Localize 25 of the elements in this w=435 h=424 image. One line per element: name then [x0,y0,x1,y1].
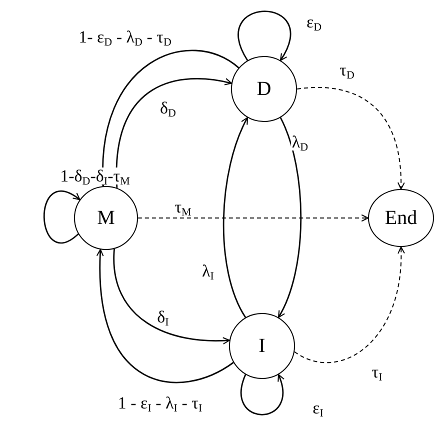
arrow [116,78,232,188]
state-circle [229,313,295,379]
state-label: D [256,77,272,102]
edge-label: δ$_{D}$ [159,100,177,116]
dashed-arrow [296,87,405,190]
arrow [113,248,230,344]
arrow [240,374,284,416]
edge-label: 1-δ$_{D}$-δ$_{I}$-τ$_{M}$ [59,168,131,184]
edge-label: δ$_{I}$ [156,308,170,326]
edge-label: 1- ε$_{D}$ - λ$_{D}$ - τ$_{D}$ [78,28,172,46]
arrow [238,10,292,61]
edge-label: 1 - ε$_{I}$ - λ$_{I}$ - τ$_{I}$ [116,394,204,412]
arrow [43,190,80,244]
arrow [278,117,302,318]
edge-label: λ$_{I}$ [201,262,215,280]
arrow [96,249,234,384]
state-label: I [258,334,266,359]
edge-label: λ$_{D}$ [290,134,310,150]
state-label: M [97,206,115,231]
dashed-arrow [294,246,405,363]
dashed-arrow [138,214,369,222]
arrow [100,50,240,187]
state-label: End [384,206,418,231]
state-circle [231,56,297,122]
arrow [222,117,248,318]
